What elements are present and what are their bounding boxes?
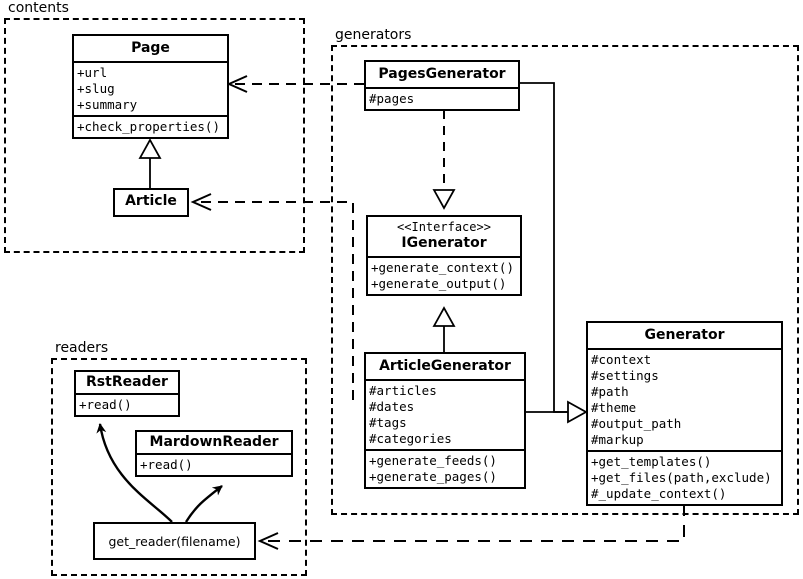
class-operations-articlegenerator: +generate_feeds() +generate_pages() [366, 449, 524, 487]
class-stereotype-igenerator: <<Interface>> [397, 220, 491, 234]
class-operations-generator: +get_templates() +get_files(path,exclude… [588, 450, 781, 504]
attribute: #output_path [591, 416, 682, 431]
attribute: +slug [77, 81, 115, 96]
attribute: #settings [591, 368, 659, 383]
operation: +get_files(path,exclude) [591, 470, 772, 485]
class-box-mardownreader[interactable]: MardownReader +read() [135, 430, 293, 477]
operation: +read() [79, 397, 132, 412]
class-operations-page: +check_properties() [74, 115, 227, 137]
package-frame-readers [51, 358, 307, 576]
function-label-get-reader: get_reader(filename) [108, 533, 241, 549]
operation: +generate_context() [371, 260, 514, 275]
class-name-page: Page [131, 40, 170, 56]
operation: #_update_context() [591, 486, 727, 501]
class-name-igenerator: IGenerator [401, 235, 487, 251]
attribute: #dates [369, 399, 415, 414]
class-attributes-page: +url +slug +summary [74, 61, 227, 115]
class-box-generator[interactable]: Generator #context #settings #path #them… [586, 321, 783, 506]
attribute: #pages [369, 91, 415, 106]
class-box-article[interactable]: Article [113, 188, 189, 217]
class-attributes-pagesgenerator: #pages [366, 87, 518, 109]
class-box-igenerator[interactable]: <<Interface>> IGenerator +generate_conte… [366, 215, 522, 296]
class-operations-mardownreader: +read() [137, 453, 291, 475]
attribute: +url [77, 65, 108, 80]
function-box-get-reader[interactable]: get_reader(filename) [93, 522, 256, 560]
package-frame-contents [4, 18, 305, 253]
class-box-articlegenerator[interactable]: ArticleGenerator #articles #dates #tags … [364, 352, 526, 489]
operation: +generate_feeds() [369, 453, 497, 468]
class-name-generator: Generator [644, 327, 725, 343]
class-name-mardownreader: MardownReader [149, 434, 279, 450]
attribute: #path [591, 384, 629, 399]
attribute: #context [591, 352, 652, 367]
class-box-page[interactable]: Page +url +slug +summary +check_properti… [72, 34, 229, 139]
attribute: #tags [369, 415, 407, 430]
class-box-pagesgenerator[interactable]: PagesGenerator #pages [364, 60, 520, 111]
package-label-generators: generators [333, 27, 414, 43]
class-name-article: Article [125, 193, 177, 209]
operation: +generate_output() [371, 276, 507, 291]
operation: +get_templates() [591, 454, 712, 469]
attribute: #categories [369, 431, 452, 446]
operation: +read() [140, 457, 193, 472]
operation: +generate_pages() [369, 469, 497, 484]
package-label-readers: readers [53, 340, 111, 356]
class-attributes-generator: #context #settings #path #theme #output_… [588, 348, 781, 450]
class-name-rstreader: RstReader [86, 374, 168, 390]
class-name-articlegenerator: ArticleGenerator [379, 358, 511, 374]
class-attributes-articlegenerator: #articles #dates #tags #categories [366, 379, 524, 449]
class-name-pagesgenerator: PagesGenerator [378, 66, 506, 82]
attribute: #theme [591, 400, 637, 415]
operation: +check_properties() [77, 119, 220, 134]
class-operations-rstreader: +read() [76, 393, 178, 415]
attribute: #articles [369, 383, 437, 398]
class-operations-igenerator: +generate_context() +generate_output() [368, 256, 520, 294]
class-box-rstreader[interactable]: RstReader +read() [74, 370, 180, 417]
package-label-contents: contents [6, 0, 71, 16]
attribute: +summary [77, 97, 138, 112]
attribute: #markup [591, 432, 644, 447]
